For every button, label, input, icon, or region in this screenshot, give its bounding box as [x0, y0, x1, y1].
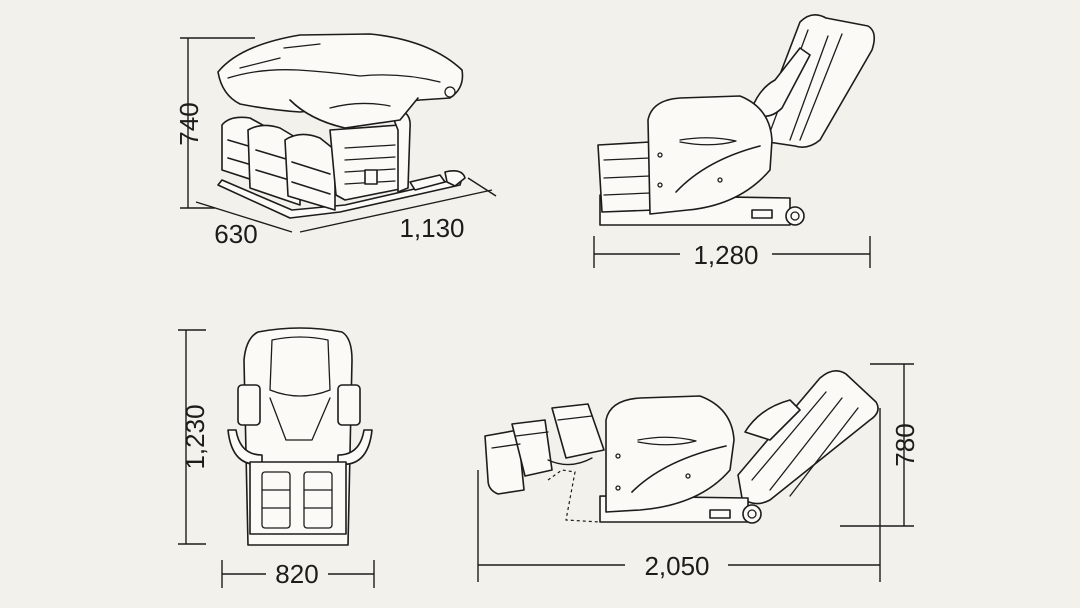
- side-chair-upright: [597, 14, 876, 226]
- reclined-chair: [484, 370, 879, 524]
- dimension-1130: 1,130: [299, 177, 497, 243]
- isometric-view: 740 630 1,130: [174, 33, 497, 249]
- label-630: 630: [214, 219, 257, 249]
- label-1130: 1,130: [399, 213, 464, 243]
- dimension-740: 740: [174, 37, 255, 209]
- dimension-1280: 1,280: [593, 236, 871, 270]
- side-view-upright: 1,280: [593, 14, 876, 270]
- label-780: 780: [890, 423, 920, 466]
- label-820: 820: [275, 559, 318, 589]
- label-740: 740: [174, 102, 204, 145]
- dimension-780: 780: [840, 363, 920, 527]
- front-view: 1,230 820: [178, 327, 375, 589]
- label-1280: 1,280: [693, 240, 758, 270]
- label-1230: 1,230: [180, 404, 210, 469]
- dimension-630: 630: [195, 201, 293, 249]
- side-view-reclined: 2,050 780: [477, 363, 920, 582]
- label-2050: 2,050: [644, 551, 709, 581]
- dimension-2050: 2,050: [477, 408, 881, 582]
- front-chair: [227, 327, 373, 546]
- isometric-chair: [217, 33, 466, 219]
- dimension-820: 820: [221, 559, 375, 589]
- dimension-1230: 1,230: [178, 329, 210, 545]
